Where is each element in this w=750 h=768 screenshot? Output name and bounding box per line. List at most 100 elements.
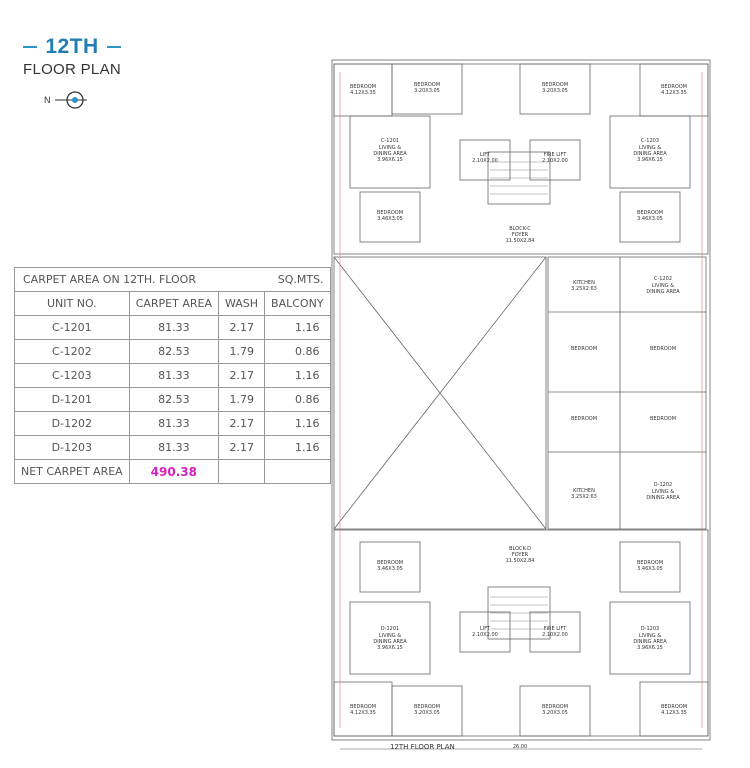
label-dining: DINING AREA [373,639,407,645]
balcony-cell: 0.86 [264,387,331,412]
lift-box [529,611,581,653]
label-size: 2.10X2.00 [472,158,498,164]
north-indicator: N [44,90,87,110]
carpet-cell: 82.53 [128,339,219,364]
unit-cell: C-1201 [14,315,130,340]
header-unit: UNIT NO. [14,291,130,316]
room-box [519,685,591,737]
label-lift: LIFT [480,152,491,158]
title-dash-right [106,46,121,48]
label-unit: C-1203 [641,138,659,144]
lift-box [529,139,581,181]
room-box [619,191,681,243]
unit-cell: D-1201 [14,387,130,412]
label-size: 3.96X6.15 [637,645,663,651]
room-box [359,191,421,243]
label-size: 3.96X6.15 [377,645,403,651]
label-dining: DINING AREA [373,151,407,157]
label-bedroom: BEDROOM [571,346,597,352]
wash-cell: 2.17 [217,435,266,460]
label-living: LIVING & [639,145,661,151]
table-row: D-1203 81.33 2.17 1.16 [14,435,331,460]
label-size: 3.46X3.05 [637,566,663,572]
block-d-label: BLOCK-D [509,546,531,552]
carpet-cell: 81.33 [128,411,219,436]
label-living: LIVING & [379,145,401,151]
label-size: 3.20X3.05 [542,88,568,94]
label-lift: LIFT [480,626,491,632]
label-living: LIVING & [379,633,401,639]
label-size: 3.96X6.15 [637,157,663,163]
carpet-area-table: CARPET AREA ON 12TH. FLOOR SQ.MTS. UNIT … [13,267,331,484]
table-header-row: UNIT NO. CARPET AREA WASH BALCONY [14,291,331,316]
label-bedroom: BEDROOM [637,560,663,566]
header-carpet: CARPET AREA [128,291,219,316]
room-box [349,601,431,675]
wash-cell: 1.79 [217,387,266,412]
label-dining: DINING AREA [633,639,667,645]
label-fire-lift: FIRE LIFT [544,626,568,632]
label-kitchen: KITCHEN [573,280,595,286]
header-balcony: BALCONY [264,291,331,316]
label-kitchen: KITCHEN [573,488,595,494]
floor-plan-svg: BEDROOM 4.12X3.35 BEDROOM 3.20X3.05 BEDR… [331,59,711,751]
label-living: LIVING & [652,489,674,495]
unit-cell: C-1203 [14,363,130,388]
label-bedroom: BEDROOM [350,84,376,90]
unit-cell: C-1202 [14,339,130,364]
label-size: 4.12X3.35 [661,710,687,716]
plan-caption: 12TH FLOOR PLAN [390,743,455,751]
lift-box [459,611,511,653]
room-box [359,541,421,593]
label-size: 3.25X2.63 [571,286,597,292]
red-grid [339,72,703,728]
label-size: 2.10X2.00 [542,632,568,638]
carpet-cell: 82.53 [128,387,219,412]
north-arrow-icon [54,91,87,109]
balcony-cell: 1.16 [264,363,331,388]
block-c-label: BLOCK-C [509,226,531,232]
label-bedroom: BEDROOM [637,210,663,216]
room-box [391,685,463,737]
unit-cell: D-1203 [14,435,130,460]
table-row: C-1201 81.33 2.17 1.16 [14,315,331,340]
stair-box [487,151,551,205]
open-void [333,256,547,530]
label-unit: D-1202 [654,482,672,488]
north-label: N [44,95,51,105]
total-blank [264,459,331,484]
unit-cell: D-1202 [14,411,130,436]
floor-title: 12TH [45,35,99,58]
label-bedroom: BEDROOM [414,82,440,88]
total-label: NET CARPET AREA [14,459,130,484]
room-box [609,601,691,675]
label-size: 3.20X3.05 [414,88,440,94]
title-dash-left [23,46,38,48]
block-c-foyer-size: 11.50X2.84 [506,238,535,244]
table-row: C-1203 81.33 2.17 1.16 [14,363,331,388]
room-box [619,541,681,593]
table-title: CARPET AREA ON 12TH. FLOOR [13,267,265,292]
label-dining: DINING AREA [646,289,680,295]
label-size: 3.20X3.05 [414,710,440,716]
room-box [349,115,431,189]
room-box [609,115,691,189]
room-box [391,63,463,115]
label-unit: C-1202 [654,276,672,282]
lift-box [459,139,511,181]
label-dining: DINING AREA [646,495,680,501]
table-total-row: NET CARPET AREA 490.38 [14,459,331,484]
label-dining: DINING AREA [633,151,667,157]
label-size: 2.10X2.00 [472,632,498,638]
label-size: 3.96X6.15 [377,157,403,163]
table-row: C-1202 82.53 1.79 0.86 [14,339,331,364]
title-row: 12TH [22,35,122,59]
table-row: D-1201 82.53 1.79 0.86 [14,387,331,412]
label-bedroom: BEDROOM [650,346,676,352]
plan-heading: 12TH FLOOR PLAN [22,35,122,78]
label-size: 3.25X2.63 [571,494,597,500]
label-size: 4.12X3.35 [661,90,687,96]
label-size: 3.20X3.05 [542,710,568,716]
total-blank [217,459,266,484]
wash-cell: 1.79 [217,339,266,364]
